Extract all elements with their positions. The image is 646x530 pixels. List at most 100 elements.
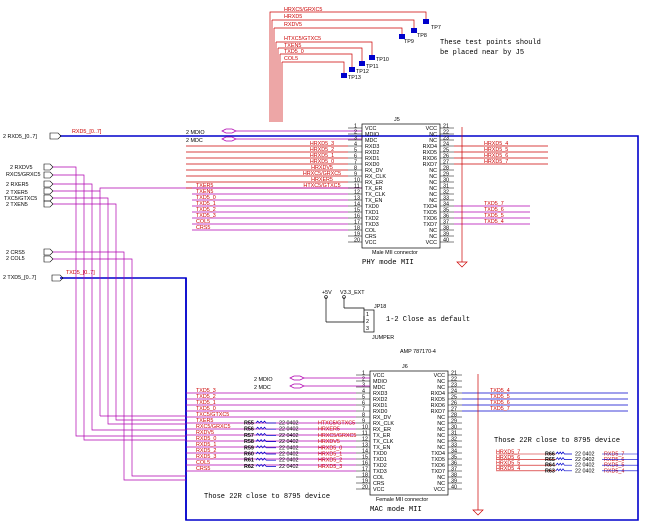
resistor-r64-right-net: RXD5_5 — [604, 463, 624, 469]
resistor-r65-right-net: RXD5_6 — [604, 457, 624, 463]
j5-pin-left-5-name: RXD2 — [365, 150, 379, 156]
port-mdio-bot: 2 MDIO — [254, 377, 273, 383]
j6-pin-right-32-name: NC — [437, 439, 445, 445]
j5-tx-right-net-0: TXD5_7 — [484, 201, 504, 207]
j5-pin-left-3-num: 3 — [354, 135, 357, 141]
j6-pin-right-23-num: 23 — [451, 382, 457, 388]
j6-pin-right-27-name: RXD7 — [431, 409, 445, 415]
resistor-r66-left-net: HRXD5_7 — [496, 449, 520, 455]
j6-ground-symbol — [472, 509, 484, 516]
j5-pin-left-18-num: 18 — [354, 225, 360, 231]
j5-pin-right-27-name: RXD7 — [423, 162, 437, 168]
j5-pin-left-17-num: 17 — [354, 219, 360, 225]
j5-pin-right-34-name: TXD4 — [423, 204, 437, 210]
j6-pin-right-39-num: 39 — [451, 478, 457, 484]
j6-pin-left-18-name: COL — [373, 475, 384, 481]
j5-pin-left-6-num: 6 — [354, 153, 357, 159]
j6-left-net-10: RXD5_2 — [196, 448, 216, 454]
j6-pin-left-6-name: RXD1 — [373, 403, 387, 409]
j6-pin-right-26-name: RXD6 — [431, 403, 445, 409]
tp13-label: TP13 — [348, 75, 361, 81]
j6-pin-left-12-num: 12 — [362, 436, 368, 442]
j6-pin-right-31-name: NC — [437, 433, 445, 439]
resistor-r65-left-net: HRXD5_6 — [496, 455, 520, 461]
j6-pin-right-23-name: NC — [437, 385, 445, 391]
j6-mode: MAC mode MII — [370, 506, 422, 514]
j6-pin-right-40-name: VCC — [434, 487, 445, 493]
j5-pin-left-2-num: 2 — [354, 129, 357, 135]
j6-pin-right-33-num: 33 — [451, 442, 457, 448]
resistor-r66-right-net: RXD5_7 — [604, 452, 624, 458]
j5-pin-right-40-name: VCC — [426, 240, 437, 246]
j6-pin-left-5-name: RXD2 — [373, 397, 387, 403]
resistor-r57-net: HRXC5/GRXC5 — [318, 433, 356, 439]
j5-pin-left-8-name: RX_DV — [365, 168, 383, 174]
j5-right-net-3: HRXD5_7 — [484, 159, 508, 165]
j5-pin-right-29-num: 29 — [443, 171, 449, 177]
resistor-r61-value: 22 0402 — [279, 458, 299, 464]
resistor-r60-ref: R60 — [244, 452, 254, 458]
j5-left-net-3: HRXD5_0 — [310, 159, 334, 165]
j6-pin-left-10-num: 10 — [362, 424, 368, 430]
j6-pin-right-40-num: 40 — [451, 484, 457, 490]
j6-pin-left-3-name: MDC — [373, 385, 385, 391]
j6-pin-right-39-name: NC — [437, 481, 445, 487]
j5-pin-right-25-name: RXD5 — [423, 150, 437, 156]
j5-pin-right-30-num: 30 — [443, 177, 449, 183]
j6-right-net-1: TXD5_5 — [490, 394, 510, 400]
j5-ref: J5 — [394, 117, 400, 123]
tp-net-2: RXDV5 — [284, 22, 302, 28]
j5-caption: Male MII connector — [372, 250, 418, 256]
j6-pin-left-17-num: 17 — [362, 466, 368, 472]
tp7-label: TP7 — [431, 25, 441, 31]
j6-pin-left-20-num: 20 — [362, 484, 368, 490]
j6-left-net-0: TXD5_3 — [196, 388, 216, 394]
j5-pin-left-7-name: RXD0 — [365, 162, 379, 168]
resistor-r63-right-net: RXD5_4 — [604, 468, 624, 474]
tp-net-4: TXEN5 — [284, 43, 301, 49]
jumper-pin-1: 1 — [366, 312, 369, 318]
j6-pin-left-17-name: TXD3 — [373, 469, 387, 475]
j6-pin-left-7-num: 7 — [362, 406, 365, 412]
j6-pin-left-18-num: 18 — [362, 472, 368, 478]
resistor-r55-ref: R55 — [244, 421, 254, 427]
j6-left-net-12: COL5 — [196, 460, 210, 466]
resistor-r58-value: 22 0402 — [279, 439, 299, 445]
j6-pin-left-4-name: RXD3 — [373, 391, 387, 397]
j6-pin-right-37-num: 37 — [451, 466, 457, 472]
j6-pin-left-15-num: 15 — [362, 454, 368, 460]
j5-tx-right-net-3: TXD5_4 — [484, 219, 504, 225]
j5-pin-right-25-num: 25 — [443, 147, 449, 153]
resistor-r63-body — [555, 468, 572, 472]
resistor-r55-net: HTXC5/GTXC5 — [318, 421, 355, 427]
j6-ref: J6 — [402, 364, 408, 370]
j6-pin-right-36-name: TXD6 — [431, 463, 445, 469]
j5-pin-left-18-name: COL — [365, 228, 376, 234]
resistor-r58-net: HRXDV5 — [318, 439, 340, 445]
port-crs5: 2 CRS5 — [6, 250, 25, 256]
j6-right-net-2: TXD5_6 — [490, 400, 510, 406]
j5-pin-right-32-name: NC — [429, 192, 437, 198]
j6-pin-left-12-name: TX_CLK — [373, 439, 394, 445]
j6-right-net-3: TXD5_7 — [490, 406, 510, 412]
j5-left-net-4: HRXDV5 — [311, 165, 333, 171]
j6-left-net-2: TXD5_1 — [196, 400, 216, 406]
port-txer5: 2 TXER5 — [6, 190, 28, 196]
j6-left-net-3: TXD5_0 — [196, 406, 216, 412]
j5-pin-right-40-num: 40 — [443, 237, 449, 243]
test-point-note-line1: These test points should — [440, 39, 541, 47]
j6-pin-left-8-num: 8 — [362, 412, 365, 418]
j5-pin-left-11-num: 11 — [354, 183, 360, 189]
j6-pin-right-28-num: 28 — [451, 412, 457, 418]
j6-pin-right-35-name: TXD5 — [431, 457, 445, 463]
j6-pin-right-25-name: RXD5 — [431, 397, 445, 403]
j5-pin-left-6-name: RXD1 — [365, 156, 379, 162]
tp-net-3: HTXC5/GTXC5 — [284, 36, 321, 42]
j5-pin-right-28-num: 28 — [443, 165, 449, 171]
j6-right-net-0: TXD5_4 — [490, 388, 510, 394]
test-point-note-line2: be placed near by J5 — [440, 49, 524, 57]
j6-pin-left-5-num: 5 — [362, 394, 365, 400]
j5-pin-left-15-num: 15 — [354, 207, 360, 213]
j5-tx-left-net-1: TXEN5 — [196, 189, 213, 195]
